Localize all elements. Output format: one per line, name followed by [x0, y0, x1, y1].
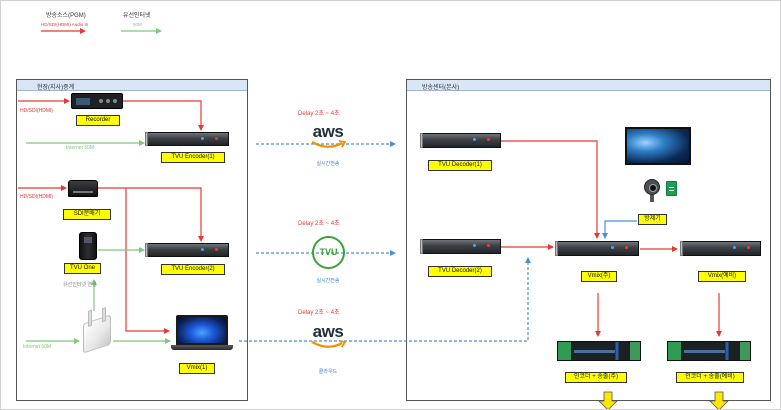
rack-server-icon [680, 241, 761, 256]
decoder1-label: TVU Decoder(1) [428, 160, 492, 171]
encoder-backup-label: 인코더 + 송출(예비) [676, 372, 744, 383]
pgm-line-decoder1-to-vmix [501, 140, 600, 239]
tvu-one-label: TVU One [64, 263, 101, 274]
stream-note-3: 클라우드 [318, 369, 338, 375]
legend-internet-sub: 50M [133, 22, 142, 27]
delay-label-1: Delay 2초 ~ 4초 [298, 111, 340, 117]
tvu-one-icon [79, 232, 97, 260]
aws-smile-icon [311, 140, 347, 148]
rack-server-icon [145, 132, 229, 146]
pgm-line-splitter-to-laptop [125, 188, 170, 334]
vmix-main-label: Vmix(주) [581, 271, 617, 282]
pgm-line-recorder-to-encoder1 [123, 100, 204, 131]
recorder-label: Recorder [76, 115, 120, 126]
encoder-rack-icon [667, 341, 751, 361]
aws-logo: aws [304, 323, 352, 353]
legend-pgm-label: 방송소스(PGM) [46, 13, 86, 19]
laptop-label: Vmix(1) [179, 363, 215, 374]
tvu-one-note: 유선인터넷 연결 [63, 282, 97, 288]
encoder-rack-icon [557, 341, 641, 361]
down-arrow-icon [598, 391, 618, 409]
center-panel-title: 방송센터(본사) [422, 85, 460, 91]
stream-note-2: 실시간전송 [316, 278, 340, 284]
internet-bottom-label: Internet 50M [23, 344, 52, 350]
laptop-icon [176, 315, 228, 345]
webcam-icon [644, 179, 660, 202]
internet-top-label: Internet 50M [66, 145, 95, 151]
delay-label-3: Delay 2초 ~ 4초 [298, 310, 340, 316]
aws-smile-icon [311, 340, 347, 348]
laptop-base [171, 345, 233, 350]
stream-line-aws-2 [239, 257, 531, 342]
tvu-logo-text: TVU [319, 247, 338, 257]
encoder2-label: TVU Encoder(2) [161, 264, 225, 275]
encoder1-label: TVU Encoder(1) [161, 152, 225, 163]
tvu-logo: TVU [312, 236, 345, 269]
aws-logo-text: aws [312, 122, 344, 141]
center-panel-header [407, 80, 770, 91]
legend-internet-label: 유선인터넷 [123, 13, 151, 19]
rack-server-icon [555, 241, 639, 256]
pgm-line-splitter-to-encoder2 [98, 187, 204, 242]
recorder-icon [71, 93, 123, 109]
legend-pgm-sub: HD/SDI(HDMI) Audio In [41, 22, 89, 27]
site-panel-header [17, 80, 247, 91]
site-panel-title: 현장(지사)중계 [37, 85, 75, 91]
spreadsheet-icon [666, 181, 677, 196]
rack-server-icon [420, 133, 501, 148]
delay-label-2: Delay 2초 ~ 4초 [298, 221, 340, 227]
rack-server-icon [420, 239, 501, 254]
caption-label: 방제기 [638, 214, 667, 225]
recorder-input-label: HD/SDI(HDMI) [20, 108, 54, 114]
splitter-input-label: HD/SDI(HDMI) [20, 194, 54, 200]
vmix-backup-label: Vmix(예비) [698, 271, 746, 282]
monitor-icon [625, 127, 691, 165]
down-arrow-icon [709, 391, 729, 409]
splitter-label: SDI분배기 [63, 209, 111, 220]
rack-server-icon [145, 243, 229, 257]
stream-note-1: 실시간전송 [316, 161, 340, 167]
aws-logo: aws [304, 123, 352, 153]
sdi-splitter-icon [68, 180, 98, 197]
caption-line-to-vmix [602, 220, 637, 239]
encoder-main-label: 인코더 + 송출(주) [565, 372, 627, 383]
aws-logo-text: aws [312, 322, 344, 341]
decoder2-label: TVU Decoder(2) [428, 266, 492, 277]
